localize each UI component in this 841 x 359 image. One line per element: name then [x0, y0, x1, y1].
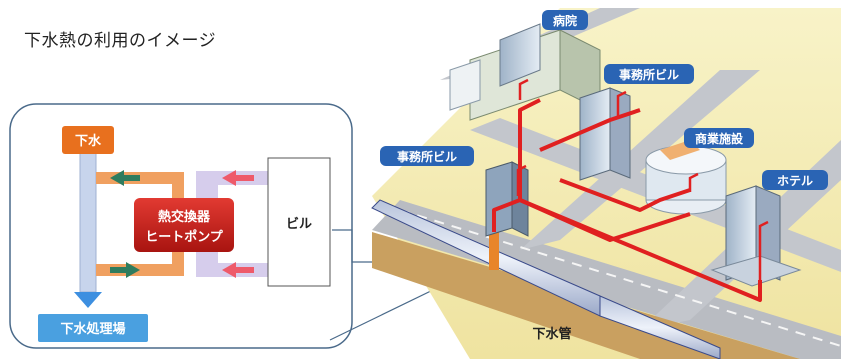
sewer-pipe-far	[599, 295, 721, 359]
heat-exchanger-label-1: 熱交換器	[158, 209, 211, 225]
office-2-label: 事務所ビル	[397, 149, 457, 164]
hotel-tag	[762, 170, 828, 190]
riser-office-2	[516, 164, 527, 196]
office-1-tag	[604, 64, 694, 84]
red-arrow-bottom	[222, 262, 254, 278]
road-center-line	[399, 209, 841, 347]
pipe-to-office-1	[539, 108, 641, 152]
office-1-label: 事務所ビル	[619, 67, 679, 82]
pipe-to-commercial	[559, 178, 691, 212]
riser-office-1	[616, 90, 627, 116]
sewage-flow-column	[79, 149, 97, 293]
commercial-label: 商業施設	[695, 131, 744, 146]
building-label: ビル	[286, 216, 312, 232]
sewage-box	[62, 126, 114, 154]
hospital-building	[449, 23, 601, 121]
treatment-plant-label: 下水処理場	[60, 321, 125, 337]
flow-down-arrow	[74, 292, 102, 308]
hospital-tag	[542, 10, 588, 30]
hotel-label: ホテル	[777, 174, 813, 188]
building-risers	[516, 78, 769, 282]
pipe-branch	[519, 198, 691, 242]
road-cross-1	[520, 70, 760, 250]
green-arrow-top	[110, 170, 140, 186]
office-building-1	[579, 87, 631, 181]
city-map: 下水管 病院 事務所ビル 事務所ビル	[371, 8, 841, 359]
building-box	[267, 157, 331, 287]
green-arrow-bottom	[110, 262, 140, 278]
riser-hospital	[518, 78, 529, 100]
heat-distribution-pipes	[492, 98, 762, 302]
treatment-plant-box	[38, 314, 148, 342]
heat-exchanger-box	[134, 198, 234, 252]
red-arrow-top	[222, 170, 254, 186]
hotel-building	[710, 185, 802, 287]
schematic-panel: 下水 熱交換器 ヒートポンプ ビル 下水処理場	[9, 103, 353, 349]
commercial-tag	[684, 128, 754, 148]
commercial-facility	[645, 140, 727, 215]
office-2-tag	[380, 146, 474, 166]
heat-exchanger-label-2: ヒートポンプ	[145, 229, 224, 245]
sewer-pipe-label: 下水管	[532, 326, 571, 342]
page-title: 下水熱の利用のイメージ	[24, 31, 217, 51]
riser-commercial	[688, 172, 699, 192]
riser-hotel	[758, 220, 769, 282]
hospital-label: 病院	[553, 13, 577, 28]
sewage-label: 下水	[75, 133, 102, 149]
riser-pipe	[489, 232, 499, 270]
